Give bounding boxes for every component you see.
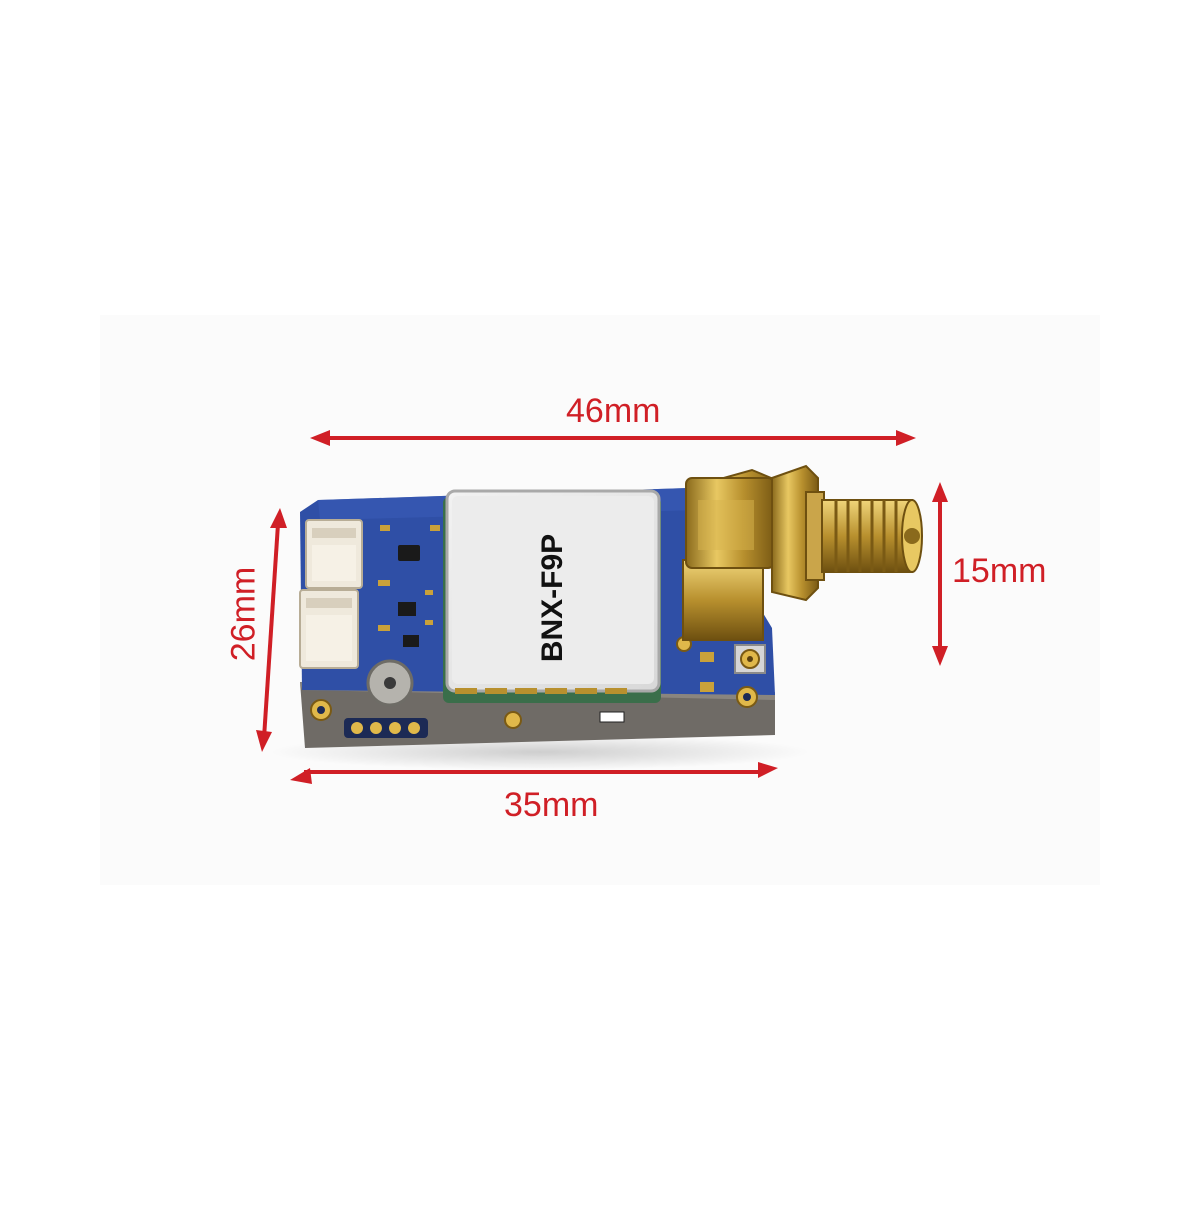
test-point <box>504 711 522 729</box>
dimension-label-bottom: 35mm <box>504 786 599 824</box>
dimension-arrows <box>256 430 948 784</box>
header-pads <box>344 718 428 738</box>
dimension-label-top: 46mm <box>566 392 661 430</box>
smd-components <box>378 525 714 723</box>
crystal-component <box>366 659 414 707</box>
dimension-label-right: 15mm <box>952 552 1047 590</box>
dimension-label-left: 26mm <box>224 566 263 662</box>
jst-connector-bottom <box>299 589 359 669</box>
ufl-connector <box>734 644 766 674</box>
module-castellations <box>455 688 627 694</box>
jst-connector-top <box>305 519 363 589</box>
module-label: BNX-F9P <box>536 533 569 663</box>
sma-connector <box>682 464 923 641</box>
